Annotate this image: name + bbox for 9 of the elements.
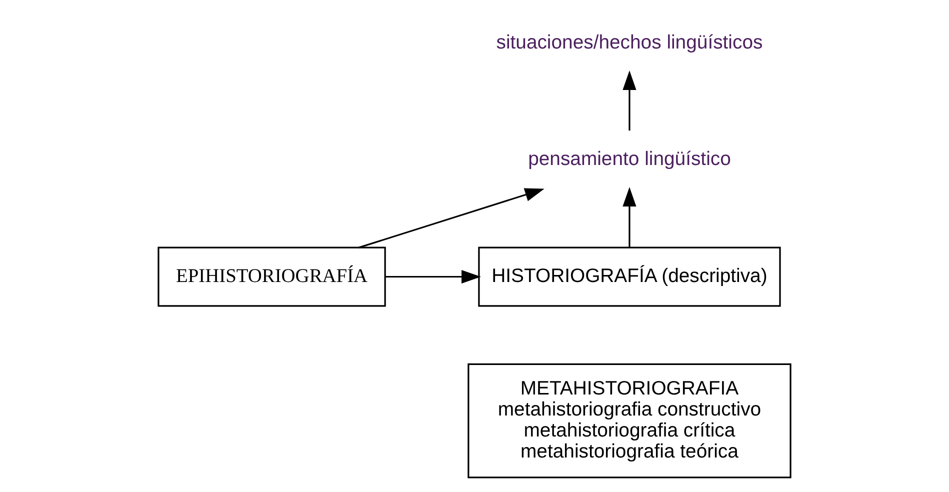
node-box: EPIHISTORIOGRAFÍA	[158, 246, 386, 307]
node-text: pensamiento lingüístico	[528, 148, 731, 170]
node-box: HISTORIOGRAFÍA (descriptiva)	[478, 246, 781, 307]
arrow	[622, 187, 636, 248]
arrow	[358, 188, 544, 248]
arrow	[622, 70, 636, 131]
node-text: situaciones/hechos lingüísticos	[496, 32, 763, 54]
arrow	[386, 270, 481, 284]
node-box: METAHISTORIOGRAFIA metahistoriografia constructivo metahistoriografia crítica metahistoriografia teórica	[468, 363, 792, 478]
